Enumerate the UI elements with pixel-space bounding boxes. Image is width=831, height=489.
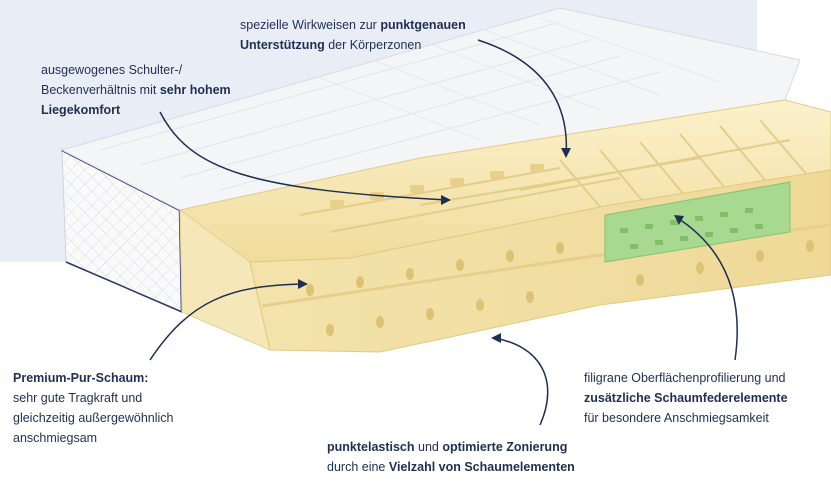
caption-bottom-center-mid: und: [414, 440, 443, 454]
caption-top-line1-prefix: spezielle Wirkweisen zur: [240, 18, 381, 32]
caption-point-elastic: punktelastisch und optimierte Zonierung …: [327, 437, 597, 477]
caption-top-line2-suffix: der Körperzonen: [324, 38, 422, 52]
caption-right-line2-bold: zusätzliche Schaumfederelemente: [584, 391, 788, 405]
caption-bottom-center-bold2: optimierte Zonierung: [442, 440, 568, 454]
arrow-bottom-center: [492, 337, 549, 426]
caption-bottom-center-bold1: punktelastisch: [327, 440, 415, 454]
caption-premium-foam: Premium-Pur-Schaum: sehr gute Tragkraft …: [13, 368, 213, 448]
caption-pinpoint-support: spezielle Wirkweisen zur punktgenauen Un…: [240, 15, 520, 55]
caption-bottom-center-line2-bold: Vielzahl von Schaumelementen: [388, 460, 575, 474]
caption-foam-spring-elements: filigrane Oberflächenprofilierung und zu…: [584, 368, 824, 428]
arrow-left: [159, 111, 449, 201]
green-spring-insert: [604, 181, 791, 263]
caption-top-line1-bold: punktgenauen: [380, 18, 466, 32]
caption-bottom-left-title: Premium-Pur-Schaum:: [13, 371, 149, 385]
caption-right-line1: filigrane Oberflächenprofilierung und: [584, 371, 786, 385]
caption-bottom-left-line3: gleichzeitig außergewöhnlich: [13, 411, 174, 425]
caption-shoulder-pelvis: ausgewogenes Schulter-/ Beckenverhältnis…: [41, 60, 251, 120]
arrow-top: [477, 39, 568, 157]
caption-left-line3-bold: Liegekomfort: [41, 103, 121, 117]
caption-right-line3: für besondere Anschmiegsamkeit: [584, 411, 769, 425]
arrow-bottom-left: [149, 283, 307, 361]
caption-left-line2-bold: sehr hohem: [159, 83, 231, 97]
caption-left-line2-prefix: Beckenverhältnis mit: [41, 83, 160, 97]
arrow-right: [675, 216, 738, 361]
caption-top-line2-bold: Unterstützung: [240, 38, 325, 52]
caption-left-line1: ausgewogenes Schulter-/: [41, 63, 183, 77]
caption-bottom-left-line2: sehr gute Tragkraft und: [13, 391, 143, 405]
caption-bottom-left-line4: anschmiegsam: [13, 431, 98, 445]
caption-bottom-center-line2-prefix: durch eine: [327, 460, 389, 474]
